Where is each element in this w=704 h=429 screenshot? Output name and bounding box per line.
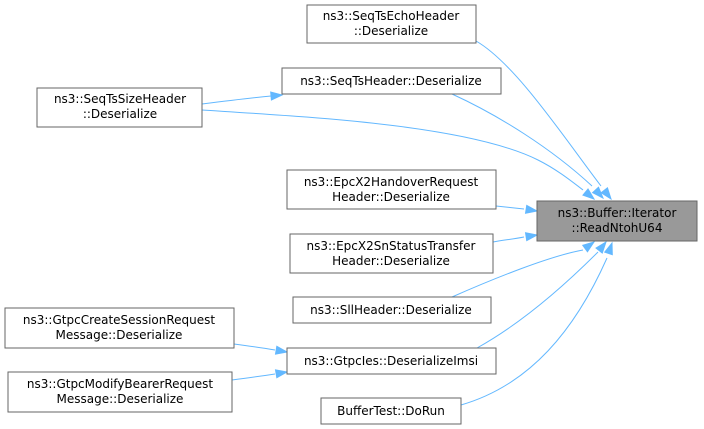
edge-line (475, 40, 602, 187)
node-label-line1: ns3::GtpcCreateSessionRequest (23, 313, 215, 327)
node-gtpcies-deserializeimsi[interactable]: ns3::GtpcIes::DeserializeImsi (286, 347, 497, 375)
edge-arrowhead (595, 240, 607, 254)
edge-seqts_size-to-seqts (201, 91, 284, 105)
edge-sll-to-focus (451, 241, 596, 298)
node-label-line1: ns3::EpcX2HandoverRequest (304, 175, 479, 189)
node-label-line1: ns3::SeqTsHeader::Deserialize (300, 74, 482, 88)
node-focus-label-line1: ns3::Buffer::Iterator (558, 206, 677, 220)
edge-arrowhead (524, 232, 539, 242)
node-gtpccreatesessionrequestmessage-deserialize[interactable]: ns3::GtpcCreateSessionRequest Message::D… (4, 307, 235, 349)
edge-line (451, 93, 593, 187)
edge-arrowhead (274, 369, 289, 379)
edge-seqts_echo-to-focus (475, 40, 612, 201)
edge-arrowhead (270, 91, 284, 101)
node-label-line1: ns3::SeqTsSizeHeader (54, 92, 186, 106)
node-focus-label-line2: ::ReadNtohU64 (572, 221, 663, 235)
edge-arrowhead (274, 345, 289, 355)
node-epcx2handoverrequestheader-deserialize[interactable]: ns3::EpcX2HandoverRequest Header::Deseri… (286, 169, 497, 210)
edge-line (231, 373, 276, 381)
node-label-line1: ns3::GtpcModifyBearerRequest (27, 377, 214, 391)
edge-buffertest-to-focus (460, 241, 613, 406)
edge-arrowhead (591, 186, 604, 200)
node-gtpcmodifybearerrequestmessage-deserialize[interactable]: ns3::GtpcModifyBearerRequest Message::De… (7, 371, 233, 413)
node-buffertest-dorun[interactable]: BufferTest::DoRun (320, 397, 462, 425)
edge-line (201, 95, 272, 105)
edge-line (451, 249, 584, 298)
node-label-line2: Header::Deserialize (332, 254, 450, 268)
node-label-line2: Message::Deserialize (57, 392, 184, 406)
node-seqtsechoheader-deserialize[interactable]: ns3::SeqTsEchoHeader ::Deserialize (306, 4, 477, 44)
edge-line (233, 343, 276, 351)
edge-epc_handover-to-focus (495, 204, 539, 214)
edge-line (495, 205, 525, 210)
edge-line (460, 257, 608, 406)
node-label-line2: ::Deserialize (354, 24, 428, 38)
edge-layer (201, 40, 613, 406)
edge-arrowhead (524, 204, 539, 214)
edge-gtpc_create-to-gtpc_ies (233, 343, 289, 355)
node-label-line2: Message::Deserialize (56, 328, 183, 342)
node-label-line1: BufferTest::DoRun (337, 404, 445, 418)
edge-arrowhead (600, 187, 612, 201)
node-label-line1: ns3::GtpcIes::DeserializeImsi (304, 354, 478, 368)
edge-gtpc_modify-to-gtpc_ies (231, 369, 289, 381)
node-label-line1: ns3::SeqTsEchoHeader (323, 9, 460, 23)
edge-arrowhead (603, 241, 613, 256)
edge-line (492, 236, 525, 243)
node-seqtsheader-deserialize[interactable]: ns3::SeqTsHeader::Deserialize (281, 67, 502, 95)
node-label-line2: ::Deserialize (83, 107, 157, 121)
node-label-line2: Header::Deserialize (332, 190, 450, 204)
edge-line (201, 109, 584, 191)
edge-seqts-to-focus (451, 93, 604, 200)
node-focus-buffer-iterator-readntohu64[interactable]: ns3::Buffer::Iterator ::ReadNtohU64 (536, 200, 698, 242)
edge-arrowhead (582, 188, 596, 200)
edge-arrowhead (581, 241, 596, 253)
node-epcx2snstatustransferheader-deserialize[interactable]: ns3::EpcX2SnStatusTransfer Header::Deser… (289, 233, 494, 274)
node-sllheader-deserialize[interactable]: ns3::SllHeader::Deserialize (292, 296, 492, 324)
node-label-line1: ns3::EpcX2SnStatusTransfer (307, 239, 476, 253)
node-label-line1: ns3::SllHeader::Deserialize (310, 303, 472, 317)
edge-gtpc_ies-to-focus (476, 240, 607, 349)
edge-seqts_size-to-focus (201, 109, 596, 200)
node-seqtssizeheader-deserialize[interactable]: ns3::SeqTsSizeHeader ::Deserialize (36, 87, 203, 128)
edge-line (476, 251, 599, 349)
edge-epc_snstatus-to-focus (492, 232, 539, 243)
